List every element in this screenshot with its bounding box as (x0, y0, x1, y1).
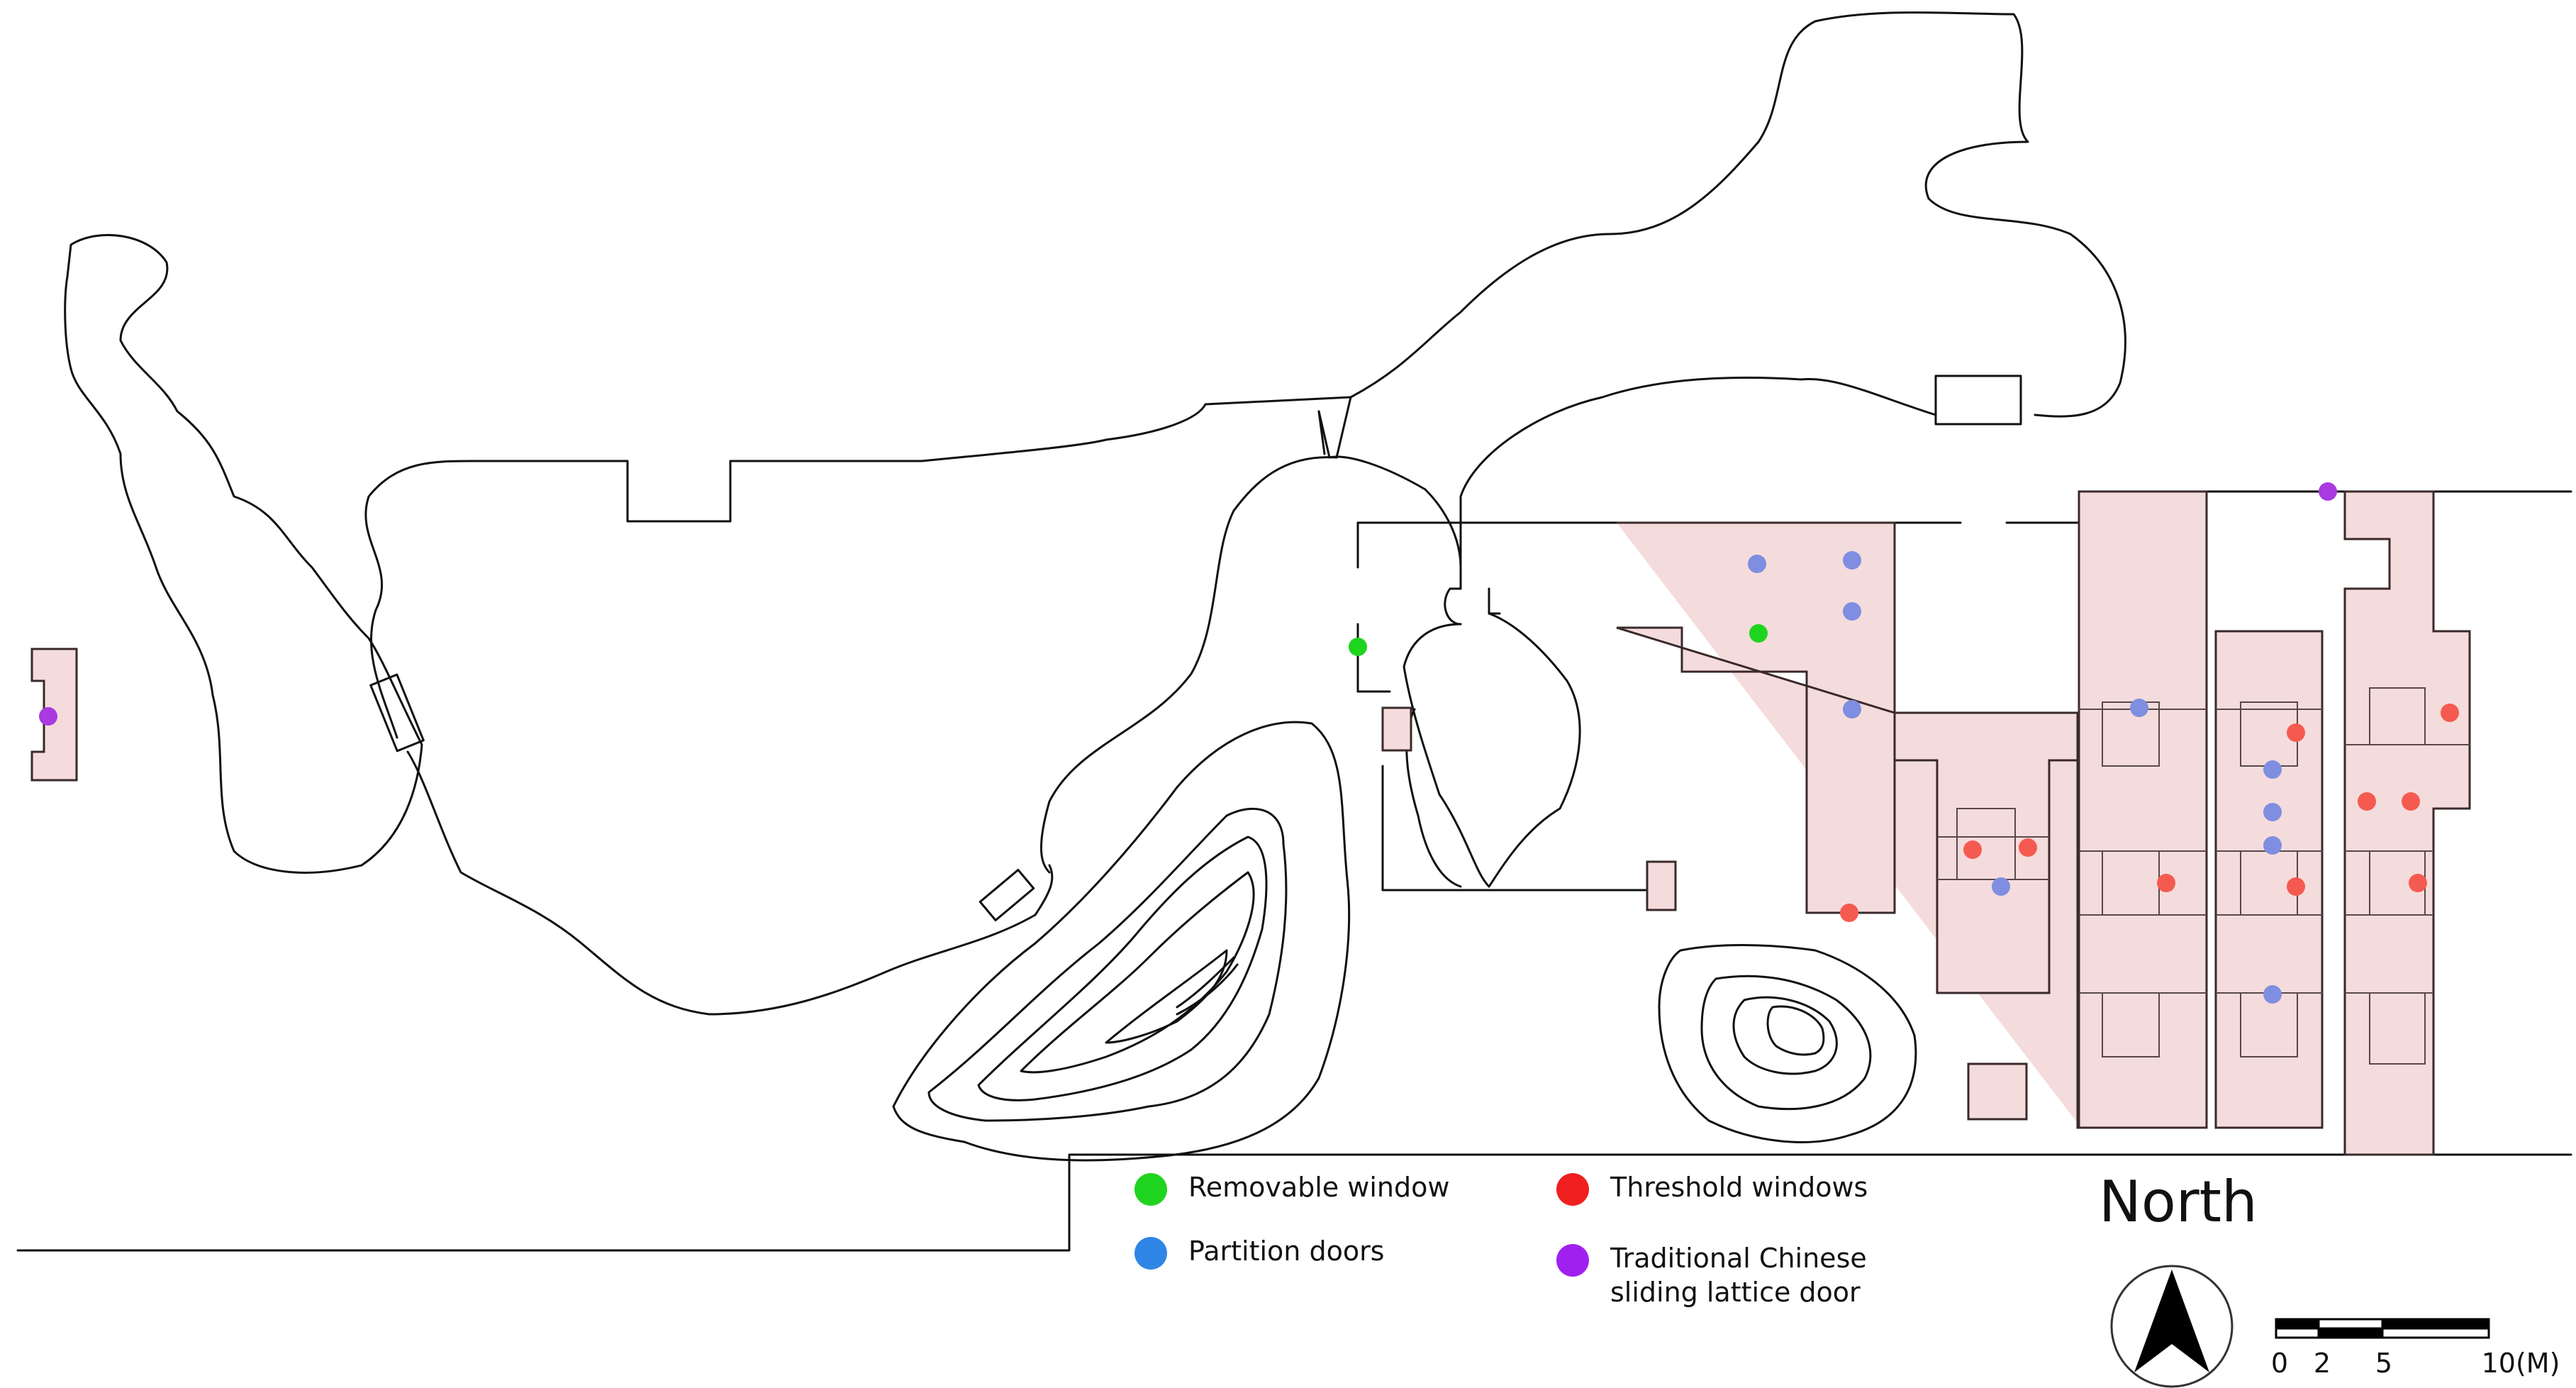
legend-label: Threshold windows (1610, 1172, 1868, 1203)
markers (39, 482, 2459, 1004)
contour-line (1658, 944, 1917, 1143)
path-line (1356, 521, 1391, 693)
marker-threshold-window (1840, 904, 1858, 922)
pavilion (1934, 374, 2022, 426)
contour-line (927, 807, 1288, 1122)
pond-outline (1459, 377, 1937, 590)
legend-label: Partition doors (1188, 1236, 1385, 1267)
building-pavilion (1967, 1062, 2028, 1121)
marker-threshold-window (2358, 792, 2376, 811)
contour-line (1020, 871, 1255, 1074)
marker-partition-door (2263, 760, 2282, 779)
bridge (978, 868, 1035, 922)
pond-outline (1403, 623, 1490, 888)
contour-line (1105, 949, 1228, 1044)
contour-line (977, 835, 1268, 1101)
room-divider (2345, 687, 2470, 1065)
legend-label: Traditional Chinese sliding lattice door (1610, 1243, 1867, 1308)
marker-threshold-window (2441, 704, 2459, 722)
marker-partition-door (2263, 985, 2282, 1004)
marker-threshold-window (2019, 838, 2037, 857)
contour-line (1732, 996, 1838, 1075)
pond-outline (1405, 708, 1462, 888)
scale-tick-label: 5 (2375, 1348, 2393, 1379)
legend-partition-doors: Partition doors (1134, 1234, 1384, 1270)
legend-dot-purple-icon (1556, 1244, 1589, 1277)
building-small-kiosk (1646, 860, 1677, 911)
contour-line (1176, 956, 1239, 1016)
pond-outline (1317, 410, 1326, 455)
scale-tick-label: 10(M) (2481, 1348, 2560, 1379)
building-small-kiosk (1381, 706, 1412, 752)
pond-outline (474, 11, 2126, 523)
legend-dot-red-icon (1556, 1173, 1589, 1206)
marker-partition-door (1843, 551, 1861, 570)
bridge (369, 673, 425, 753)
pond-outline (1488, 587, 1501, 615)
scale-tick-label: 0 (2270, 1348, 2289, 1379)
stream-outline (64, 233, 423, 874)
marker-threshold-window (2287, 877, 2305, 896)
legend-threshold-windows: Threshold windows (1556, 1170, 1868, 1206)
legend-label: Removable window (1188, 1172, 1450, 1203)
pond-outline (1040, 456, 1338, 874)
scale-bar (2275, 1318, 2490, 1339)
scale-tick-label: 2 (2313, 1348, 2331, 1379)
boundary-line (16, 1153, 2572, 1252)
legend-dot-green-icon (1134, 1173, 1167, 1206)
marker-partition-door (2263, 836, 2282, 855)
room-divider (1937, 808, 2049, 880)
legend-removable-window: Removable window (1134, 1170, 1449, 1206)
marker-lattice-door (39, 707, 57, 726)
stream-outline (364, 460, 476, 739)
pond-outline (1488, 612, 1581, 888)
contour-line (1766, 1005, 1825, 1056)
contour-line (1700, 975, 1872, 1111)
building-hall-3 (2078, 490, 2208, 1129)
north-label: North (2099, 1169, 2258, 1235)
marker-partition-door (1748, 555, 1766, 573)
marker-threshold-window (2157, 874, 2175, 892)
building-hall-4 (2214, 630, 2324, 1129)
pond-outline (1335, 396, 1352, 459)
building-hall-5 (2343, 490, 2471, 1156)
building-hall-2 (1893, 711, 2079, 994)
legend-dot-blue-icon (1134, 1237, 1167, 1270)
legend-sliding-lattice-door: Traditional Chinese sliding lattice door (1556, 1241, 1867, 1309)
marker-partition-door (1992, 877, 2010, 896)
marker-threshold-window (2402, 792, 2420, 811)
marker-partition-door (1843, 700, 1861, 718)
marker-threshold-window (2287, 723, 2305, 742)
marker-partition-door (2130, 699, 2148, 717)
stream-outline (406, 750, 1054, 1016)
pond-outline (1317, 410, 1462, 569)
contour-line (892, 721, 1351, 1162)
pond-outline (1444, 587, 1462, 626)
marker-partition-door (2263, 803, 2282, 821)
marker-threshold-window (1963, 840, 1982, 859)
marker-partition-door (1843, 602, 1861, 621)
marker-removable-window (1749, 624, 1768, 643)
north-arrow-icon (2110, 1265, 2234, 1388)
marker-removable-window (1349, 638, 1367, 656)
marker-threshold-window (2409, 874, 2427, 892)
marker-lattice-door (2319, 482, 2337, 501)
